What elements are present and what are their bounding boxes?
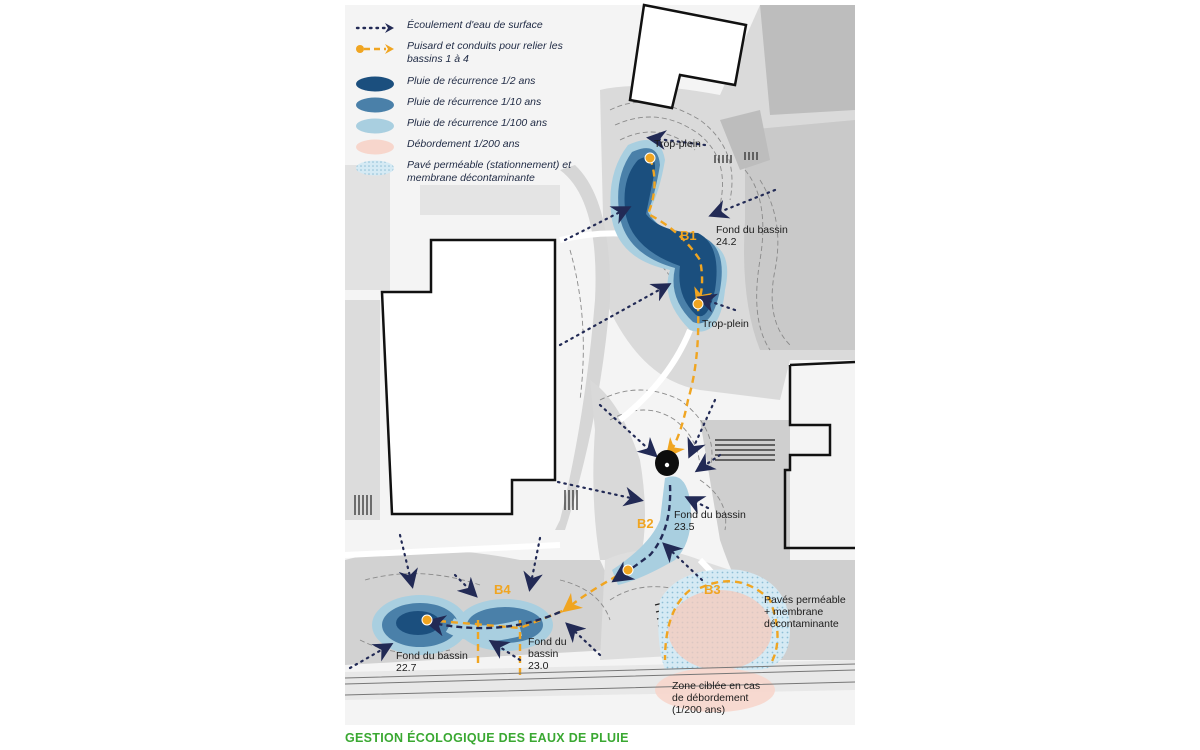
legend-item-overflow-1-200: Débordement 1/200 ans <box>355 137 595 157</box>
basin-label-b3: B3 <box>704 582 721 597</box>
basin-label-b1: B1 <box>680 228 697 243</box>
dashed-orange-arrow-icon <box>356 44 394 54</box>
legend-label: Écoulement d'eau de surface <box>407 19 543 31</box>
legend-item-permeable-paving: Pavé perméable (stationnement) et membra… <box>355 158 595 192</box>
basin-label-b2: B2 <box>637 516 654 531</box>
legend-label: Débordement 1/200 ans <box>407 138 520 150</box>
label-permeable-pavers: Pavés perméable + membrane décontaminant… <box>764 594 846 630</box>
rail-lines <box>344 663 856 696</box>
ellipse-dotted-icon <box>356 160 394 176</box>
overflow-zone-1-200 <box>668 590 772 670</box>
buildings <box>380 3 856 550</box>
ellipse-mid-blue-icon <box>356 97 394 113</box>
ellipse-light-blue-icon <box>356 118 394 134</box>
label-trop-plein-top: Trop-plein <box>654 138 701 150</box>
surface-flow-arrows <box>348 130 777 670</box>
ellipse-dark-blue-icon <box>356 76 394 92</box>
legend-label: Pluie de récurrence 1/100 ans <box>407 117 548 129</box>
legend-label: Pluie de récurrence 1/10 ans <box>407 96 542 108</box>
label-overflow-zone: Zone ciblée en cas de débordement (1/200… <box>672 680 761 716</box>
legend-item-conduit: Puisard et conduits pour relier les bass… <box>355 39 595 73</box>
legend-label: Pavé perméable (stationnement) et membra… <box>407 159 572 184</box>
basin-b1 <box>610 140 728 332</box>
label-fond-b4-right: Fond du bassin 23.0 <box>528 636 567 672</box>
map-title: GESTION ÉCOLOGIQUE DES EAUX DE PLUIE <box>345 731 629 745</box>
legend-label: Pluie de récurrence 1/2 ans <box>407 75 536 87</box>
ellipse-pink-icon <box>356 139 394 155</box>
site-background <box>345 5 855 725</box>
map-legend: Écoulement d'eau de surface Puisard et c… <box>355 18 595 193</box>
legend-label: Puisard et conduits pour relier les bass… <box>407 40 563 65</box>
dotted-arrow-icon <box>355 23 394 33</box>
legend-item-surface-flow: Écoulement d'eau de surface <box>355 18 595 38</box>
legend-item-rain-1-100: Pluie de récurrence 1/100 ans <box>355 116 595 136</box>
overflow-zone-label-bg <box>655 668 775 712</box>
legend-item-rain-1-2: Pluie de récurrence 1/2 ans <box>355 74 595 94</box>
sump-points <box>421 152 704 626</box>
label-fond-b4-left: Fond du bassin 22.7 <box>396 650 468 674</box>
basin-label-b4: B4 <box>494 582 511 597</box>
drain-manhole <box>655 450 679 476</box>
label-trop-plein-bottom: Trop-plein <box>702 318 749 330</box>
label-fond-b1: Fond du bassin 24.2 <box>716 224 788 248</box>
legend-item-rain-1-10: Pluie de récurrence 1/10 ans <box>355 95 595 115</box>
label-fond-b2: Fond du bassin 23.5 <box>674 509 746 533</box>
